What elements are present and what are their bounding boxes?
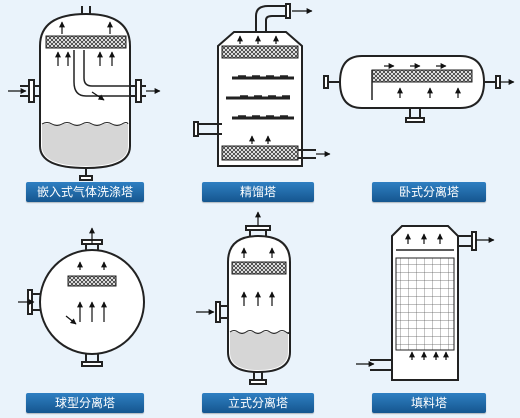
packed-column-vessel — [370, 225, 477, 381]
caption-horizontal-separator: 卧式分离塔 — [372, 182, 486, 202]
caption-embedded-scrubber: 嵌入式气体洗涤塔 — [26, 182, 144, 202]
caption-distillation-column: 精馏塔 — [202, 182, 314, 202]
horizontal-separator-vessel — [323, 55, 501, 123]
spherical-separator-vessel — [27, 239, 145, 367]
distillation-column-vessel — [193, 3, 316, 167]
vertical-separator-vessel — [215, 225, 291, 385]
caption-packed-column: 填料塔 — [372, 393, 486, 413]
horizontal-separator-flow-arrows — [384, 63, 515, 98]
embedded-scrubber-flow-arrows — [8, 21, 161, 101]
caption-spherical-separator: 球型分离塔 — [26, 393, 144, 413]
spherical-separator-flow-arrows — [18, 227, 107, 325]
vertical-separator-flow-arrows — [196, 211, 275, 315]
caption-vertical-separator: 立式分离塔 — [202, 393, 314, 413]
distillation-flow-arrows — [237, 8, 331, 157]
embedded-scrubber-vessel — [20, 6, 146, 181]
distillation-bubble-caps — [238, 75, 290, 117]
packed-column-flow-arrows — [356, 233, 495, 367]
